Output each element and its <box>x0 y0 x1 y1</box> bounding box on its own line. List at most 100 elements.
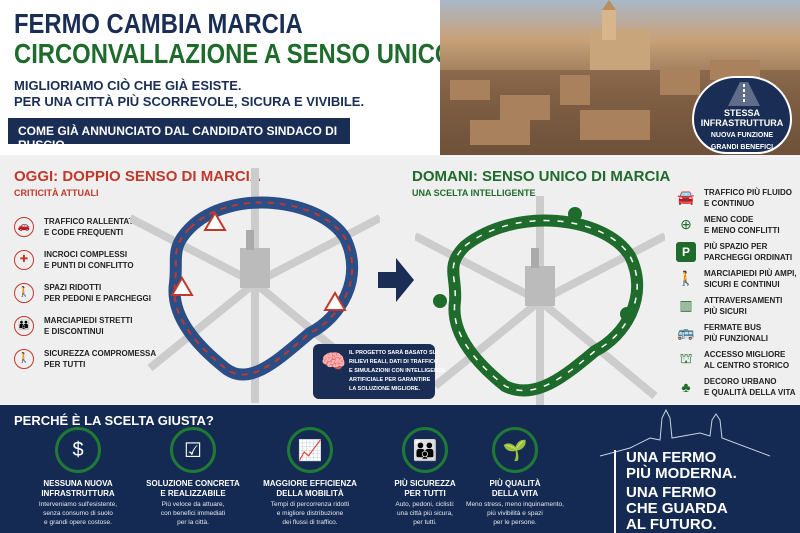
benefit-desc-line2: una città più sicura, <box>396 510 453 517</box>
today-subtitle: CRITICITÀ ATTUALI <box>14 188 99 198</box>
item-line1: TRAFFICO PIÙ FLUIDO <box>704 187 792 197</box>
banner: COME GIÀ ANNUNCIATO DAL CANDIDATO SINDAC… <box>8 118 350 152</box>
benefit-title-line2: PER TUTTI <box>404 489 446 498</box>
benefit-desc-line3: per le persone. <box>493 519 537 526</box>
car-icon: 🚗 <box>14 216 34 237</box>
title-line1: FERMO CAMBIA MARCIA <box>14 8 303 39</box>
family-icon: 👪 <box>14 315 34 336</box>
growth-chart-icon: 📈 <box>287 427 333 473</box>
benefit-desc-line1: Tempi di percorrenza ridotti <box>270 501 350 508</box>
subtitle: MIGLIORIAMO CIÒ CHE GIÀ ESISTE.PER UNA C… <box>14 78 364 110</box>
benefit-column: 👪 PIÙ SICUREZZA PER TUTTI Auto, pedoni, … <box>365 427 485 527</box>
item-line2: E DISCONTINUI <box>44 326 104 336</box>
money-bag-icon: $ <box>55 427 101 473</box>
ai-note-line5: LA SOLUZIONE MIGLIORE. <box>349 386 420 392</box>
benefit-description: Più veloce da attuare, con benefici immed… <box>133 500 253 527</box>
item-line1: ACCESSO MIGLIORE <box>704 349 786 359</box>
benefit-desc-line2: con benefici immediati <box>160 510 226 517</box>
item-line1: FERMATE BUS <box>704 322 762 332</box>
benefit-desc-line1: Più veloce da attuare, <box>161 501 225 508</box>
benefit-title-line1: PIÙ QUALITÀ <box>489 479 541 488</box>
list-item: 🚶 MARCIAPIEDI PIÙ AMPI,SICURI E CONTINUI <box>676 265 797 292</box>
item-line2: E PUNTI DI CONFLITTO <box>44 260 134 270</box>
benefit-desc-line1: Meno stress, meno inquinamento, <box>466 501 564 508</box>
ai-note-line2: RILIEVI REALI, DATI DI TRAFFICO <box>349 359 439 365</box>
item-line1: SICUREZZA COMPROMESSA <box>44 348 157 358</box>
benefit-desc-line1: Auto, pedoni, ciclisti: <box>395 501 455 508</box>
slogan-line5: AL FUTURO. <box>626 516 717 533</box>
benefit-title-line2: DELLA MOBILITÀ <box>276 489 344 498</box>
crossroad-icon: ⊕ <box>680 216 692 232</box>
benefit-column: $ NESSUNA NUOVA INFRASTRUTTURA Interveni… <box>18 427 138 527</box>
item-line2: PIÙ FUNZIONALI <box>704 333 768 343</box>
benefit-column: 🌱 PIÙ QUALITÀ DELLA VITA Meno stress, me… <box>455 427 575 527</box>
walker-icon: 🚶 <box>14 348 34 369</box>
ai-note-line1: IL PROGETTO SARÀ BASATO SU: <box>349 350 439 356</box>
item-line1: PIÙ SPAZIO PER <box>704 241 768 251</box>
benefit-column: ☑ SOLUZIONE CONCRETA E REALIZZABILE Più … <box>133 427 253 527</box>
benefit-description: Interveniamo sull'esistente, senza consum… <box>18 500 138 527</box>
why-title: PERCHÉ È LA SCELTA GIUSTA? <box>14 413 214 428</box>
crossing-icon: ▥ <box>679 297 693 313</box>
benefit-desc-line3: dei flussi di traffico. <box>282 519 338 526</box>
benefit-description: Auto, pedoni, ciclisti: una città più sic… <box>365 500 485 527</box>
benefit-desc-line3: per tutti. <box>413 519 437 526</box>
item-line2: AL CENTRO STORICO <box>704 360 790 370</box>
benefit-desc-line1: Interveniamo sull'esistente, <box>38 501 118 508</box>
benefit-desc-line2: e migliore distribuzione <box>276 510 344 517</box>
item-line1: DECORO URBANO <box>704 376 777 386</box>
item-line1: ATTRAVERSAMENTI <box>704 295 783 305</box>
arrow-right-icon <box>378 258 414 302</box>
tomorrow-subtitle: UNA SCELTA INTELLIGENTE <box>412 188 536 198</box>
historic-center-icon: ⛫ <box>679 350 693 366</box>
benefit-description: Meno stress, meno inquinamento,più vivib… <box>455 500 575 527</box>
item-line2: E CONTINUO <box>704 198 755 208</box>
benefit-title-line1: NESSUNA NUOVA <box>43 479 113 488</box>
benefit-title-line1: SOLUZIONE CONCRETA <box>146 479 240 488</box>
car-icon: 🚘 <box>677 189 695 205</box>
checklist-icon: ☑ <box>170 427 216 473</box>
badge-line3: NUOVA FUNZIONE <box>710 132 774 139</box>
slogan-line2: PIÙ MODERNA. <box>626 465 737 482</box>
crossroad-icon: ✚ <box>14 249 34 270</box>
ai-note-line3: E SIMULAZIONI CON INTELLIGENZA <box>349 368 446 374</box>
city-skyline-icon <box>600 408 770 457</box>
benefit-desc-line2: senza consumo di suolo <box>43 510 113 517</box>
item-line1: MARCIAPIEDI STRETTI <box>44 315 133 325</box>
slogan: UNA FERMO PIÙ MODERNA. UNA FERMO CHE GUA… <box>614 450 737 533</box>
item-line1: MENO CODE <box>704 214 754 224</box>
item-line2: SICURI E CONTINUI <box>704 279 780 289</box>
pedestrians-icon: 🚶 <box>677 270 695 286</box>
item-line1: INCROCI COMPLESSI <box>44 249 128 259</box>
item-line2: E QUALITÀ DELLA VITA <box>704 387 796 397</box>
item-line2: E MENO CONFLITTI <box>704 225 780 235</box>
item-line1: MARCIAPIEDI PIÙ AMPI, <box>704 268 797 278</box>
header: FERMO CAMBIA MARCIA CIRCONVALLAZIONE A S… <box>0 0 453 155</box>
badge-line4: GRANDI BENEFICI <box>710 144 774 151</box>
item-line2: PARCHEGGI ORDINATI <box>704 252 793 262</box>
item-line2: PIÙ SICURI <box>704 306 747 316</box>
why-section: PERCHÉ È LA SCELTA GIUSTA? $ NESSUNA NUO… <box>0 405 800 533</box>
benefit-title-line2: E REALIZZABILE <box>160 489 226 498</box>
item-line1: SPAZI RIDOTTI <box>44 282 102 292</box>
plant-hand-icon: 🌱 <box>492 427 538 473</box>
infrastructure-badge: STESSA INFRASTRUTTURA NUOVA FUNZIONE GRA… <box>692 76 792 154</box>
tomorrow-map <box>415 196 665 406</box>
badge-line1: STESSA <box>723 108 760 118</box>
ai-note: 🧠 IL PROGETTO SARÀ BASATO SU: RILIEVI RE… <box>313 344 446 399</box>
benefit-column: 📈 MAGGIORE EFFICIENZA DELLA MOBILITÀ Tem… <box>250 427 370 527</box>
